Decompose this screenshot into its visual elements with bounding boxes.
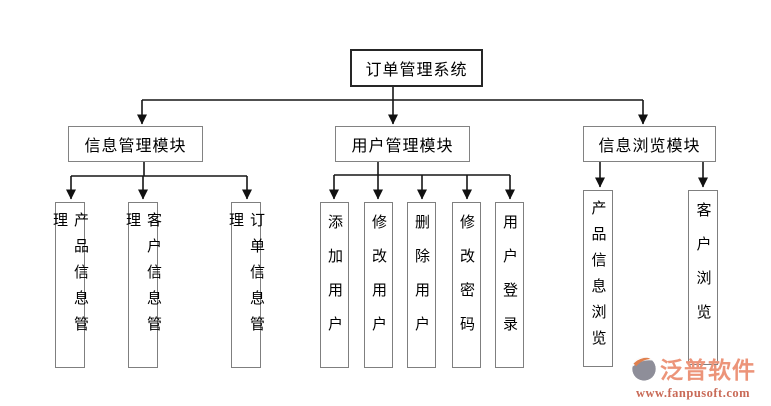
node-module-label: 信息管理模块: [84, 138, 187, 155]
fanpu-logo-icon: [632, 357, 656, 381]
node-leaf-label: 修改密码: [458, 214, 474, 350]
node-leaf-customer-info-management: 客户信息管理: [124, 202, 161, 368]
watermark-url-text: www.fanpusoft.com: [636, 386, 751, 400]
node-leaf-user-login: 用户登录: [495, 202, 524, 368]
node-leaf-product-info-browsing: 产品信息浏览: [583, 190, 613, 367]
node-leaf-label: 订单信息管理: [227, 212, 264, 342]
node-leaf-label: 客户浏览: [694, 202, 711, 338]
node-leaf-label: 客户信息管理: [124, 212, 161, 342]
node-leaf-label: 删除用户: [413, 214, 429, 350]
node-leaf-product-info-management: 产品信息管理: [51, 202, 88, 368]
node-module-label: 信息浏览模块: [598, 138, 701, 155]
node-module-info-management: 信息管理模块: [68, 126, 203, 162]
watermark: 泛普软件 www.fanpusoft.com: [630, 354, 771, 404]
node-leaf-label: 用户登录: [501, 214, 517, 350]
node-root-label: 订单管理系统: [365, 62, 468, 79]
node-leaf-modify-user: 修改用户: [364, 202, 393, 368]
node-module-label: 用户管理模块: [351, 138, 454, 155]
node-leaf-label: 产品信息浏览: [589, 200, 606, 356]
node-leaf-label: 修改用户: [370, 214, 386, 350]
node-leaf-label: 添加用户: [326, 214, 342, 350]
node-root: 订单管理系统: [350, 49, 483, 87]
watermark-brand-text: 泛普软件: [660, 357, 756, 383]
node-leaf-add-user: 添加用户: [320, 202, 349, 368]
node-module-user-management: 用户管理模块: [335, 126, 470, 162]
node-leaf-change-password: 修改密码: [452, 202, 481, 368]
node-module-info-browsing: 信息浏览模块: [583, 126, 716, 162]
node-leaf-label: 产品信息管理: [51, 212, 88, 342]
node-leaf-order-info-management: 订单信息管理: [227, 202, 264, 368]
node-leaf-customer-browsing: 客户浏览: [688, 190, 718, 365]
node-leaf-delete-user: 删除用户: [407, 202, 436, 368]
